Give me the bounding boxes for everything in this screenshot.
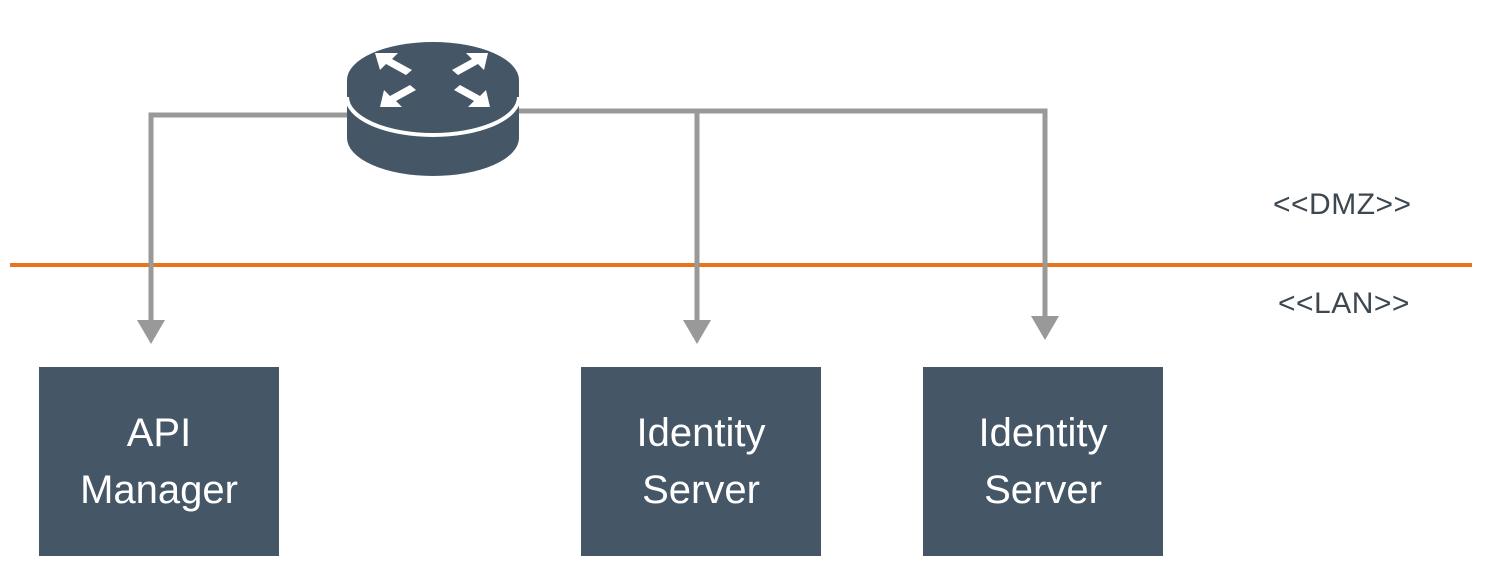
- connector-router-to-api-manager: [148, 112, 348, 322]
- node-label-line1: API: [126, 410, 192, 455]
- connector-router-to-identity-server-1: [518, 108, 700, 322]
- node-label-line2: Manager: [80, 467, 238, 512]
- node-label-line1: Identity: [978, 410, 1108, 455]
- arrowhead-identity-server-1: [683, 320, 711, 344]
- zone-label-dmz: <<DMZ>>: [1273, 188, 1412, 221]
- arrowhead-identity-server-2: [1031, 316, 1059, 340]
- node-label-line1: Identity: [636, 410, 766, 455]
- node-identity-server-2: Identity Server: [923, 367, 1163, 556]
- zone-label-lan: <<LAN>>: [1278, 287, 1410, 320]
- node-api-manager: API Manager: [39, 367, 279, 556]
- node-label-line2: Server: [984, 467, 1102, 512]
- node-identity-server-1: Identity Server: [581, 367, 821, 556]
- arrowhead-api-manager: [137, 320, 165, 344]
- router-icon: [345, 42, 521, 176]
- connector-router-to-identity-server-2: [697, 108, 1048, 318]
- node-label-line2: Server: [642, 467, 760, 512]
